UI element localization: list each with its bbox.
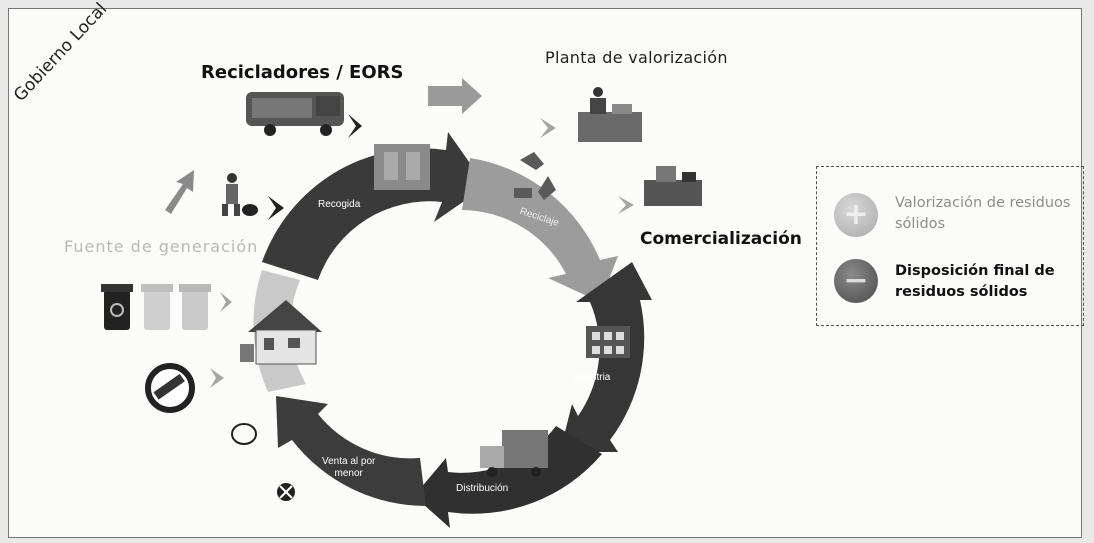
garbage-truck-icon <box>246 92 344 136</box>
minus-circle-icon: − <box>834 259 878 303</box>
venta-line2: menor <box>334 468 363 479</box>
plus-circle-icon: + <box>834 193 878 237</box>
venta-label: Venta al por menor <box>322 456 375 480</box>
legend-valorizacion: Valorización de residuos sólidos <box>895 195 1071 232</box>
delivery-truck-icon <box>480 430 548 477</box>
plus-symbol: + <box>843 197 869 232</box>
chevron-icons <box>268 114 362 220</box>
no-sign-icon <box>145 363 195 413</box>
worker-icon <box>222 173 258 216</box>
factory-icon <box>586 326 630 358</box>
recicladores-label: Recicladores / EORS <box>201 62 404 83</box>
arrow-to-recycler-icon <box>165 170 194 214</box>
empty-circle-icon <box>231 423 257 445</box>
plant-worker-icon <box>578 87 642 142</box>
minus-symbol: − <box>843 263 869 298</box>
segment-reciclaje <box>462 158 618 302</box>
legend-disposicion: Disposición final de residuos sólidos <box>895 263 1055 300</box>
venta-line1: Venta al por <box>322 456 376 467</box>
machine-icon <box>644 166 702 206</box>
light-chevron-icons <box>210 118 634 388</box>
recogida-label: Recogida <box>318 199 361 210</box>
cross-circle-icon <box>277 483 295 501</box>
comercializacion-label: Comercialización <box>640 229 802 249</box>
trash-bins-icon <box>101 284 211 330</box>
fuente-generacion-label: Fuente de generación <box>64 237 259 256</box>
planta-label: Planta de valorización <box>545 48 728 67</box>
segment-distribucion <box>414 426 602 528</box>
distribucion-label: Distribución <box>456 483 509 494</box>
segment-venta <box>276 396 426 506</box>
industria-label: Industria <box>572 372 611 383</box>
arrow-to-plant-icon <box>428 78 482 114</box>
house-icon <box>240 300 322 365</box>
recycle-icon <box>514 152 556 200</box>
collection-building-icon <box>374 144 430 190</box>
legend-box: + Valorización de residuos sólidos − Dis… <box>816 166 1084 326</box>
